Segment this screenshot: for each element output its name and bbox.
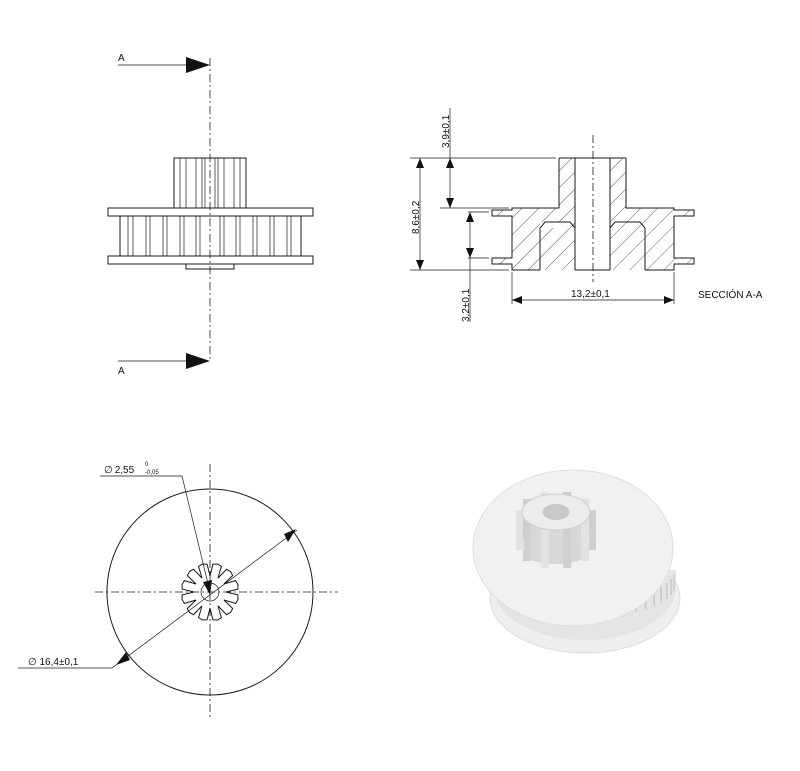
section-marker-bottom: A	[118, 366, 125, 377]
section-title: SECCIÓN A-A	[698, 288, 763, 301]
iso-pinion-tooth	[516, 510, 524, 550]
bore-tol-lower: -0,05	[145, 470, 159, 476]
dim-bottom-height: 3,2±0,1	[461, 288, 472, 322]
bottom-hub	[185, 263, 235, 270]
dim-total-height: 8,6±0,2	[411, 200, 422, 234]
outer-diameter-arrow-a	[116, 652, 130, 665]
dim-width: 13,2±0,1	[571, 289, 610, 300]
section-arrow-top-head	[186, 57, 210, 73]
dim-top-height: 3,9±0,1	[441, 114, 452, 148]
pinion-teeth-lines	[179, 158, 241, 208]
outer-diameter: ∅ 16,4±0,1	[28, 657, 79, 668]
section-arrow-bottom-head	[186, 353, 210, 369]
outer-diameter-arrow-b	[284, 529, 296, 542]
section-extension-lines	[410, 108, 675, 304]
pulley-bottom-flange	[107, 255, 314, 265]
pulley-top-flange	[107, 207, 314, 217]
gear-profile	[181, 563, 239, 621]
iso-pinion	[516, 491, 596, 569]
iso-pinion-tooth	[588, 510, 596, 550]
iso-pinion-tooth	[581, 521, 590, 562]
pulley-outer-circle	[106, 488, 314, 696]
section-view: 3,9±0,1 8,6±0,2 3,2±0,1 13,2±0,1 SECCIÓN…	[410, 108, 763, 322]
iso-pinion-tooth	[522, 521, 531, 562]
isometric-view	[472, 469, 681, 654]
iso-pinion-bore	[542, 504, 570, 520]
outer-diameter-leader	[111, 529, 298, 669]
top-view: ∅2,55 0 -0,05 ∅ 16,4±0,1	[18, 462, 338, 720]
front-view: A A	[107, 53, 314, 377]
iso-pinion-tooth	[563, 528, 572, 569]
bore-tol-upper: 0	[145, 462, 149, 468]
bore-diameter-value: ∅2,55	[104, 465, 135, 476]
bore-leader-arrow	[203, 580, 212, 595]
pulley-teeth-lines	[127, 216, 292, 256]
iso-pinion-tooth	[540, 528, 549, 569]
section-hatching	[492, 158, 694, 270]
section-marker-top: A	[118, 53, 125, 64]
pulley-body	[119, 215, 302, 257]
bore-leader	[100, 475, 211, 593]
section-outline	[491, 157, 695, 271]
